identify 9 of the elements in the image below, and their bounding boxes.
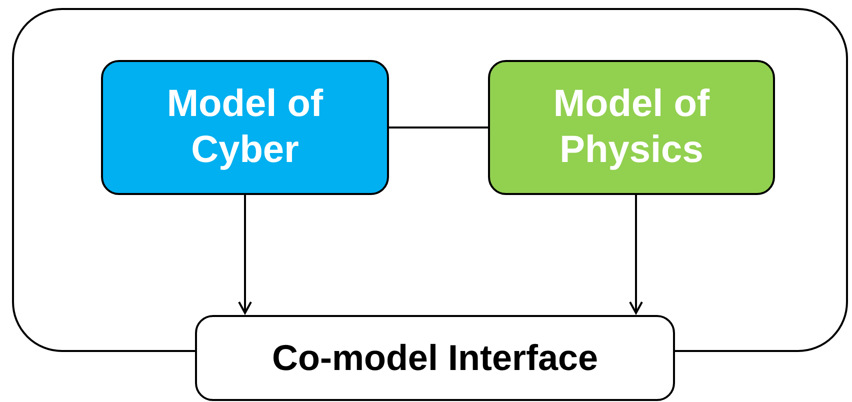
process-box <box>195 315 675 401</box>
box-label: Model of Physics <box>552 82 711 172</box>
box-label: Model of Cyber <box>166 82 324 172</box>
arrow <box>629 195 643 314</box>
arrow <box>238 195 252 314</box>
connector-line <box>389 126 488 128</box>
process-box <box>101 60 389 195</box>
process-box <box>488 60 775 195</box>
box-label: Co-model Interface <box>272 336 598 380</box>
